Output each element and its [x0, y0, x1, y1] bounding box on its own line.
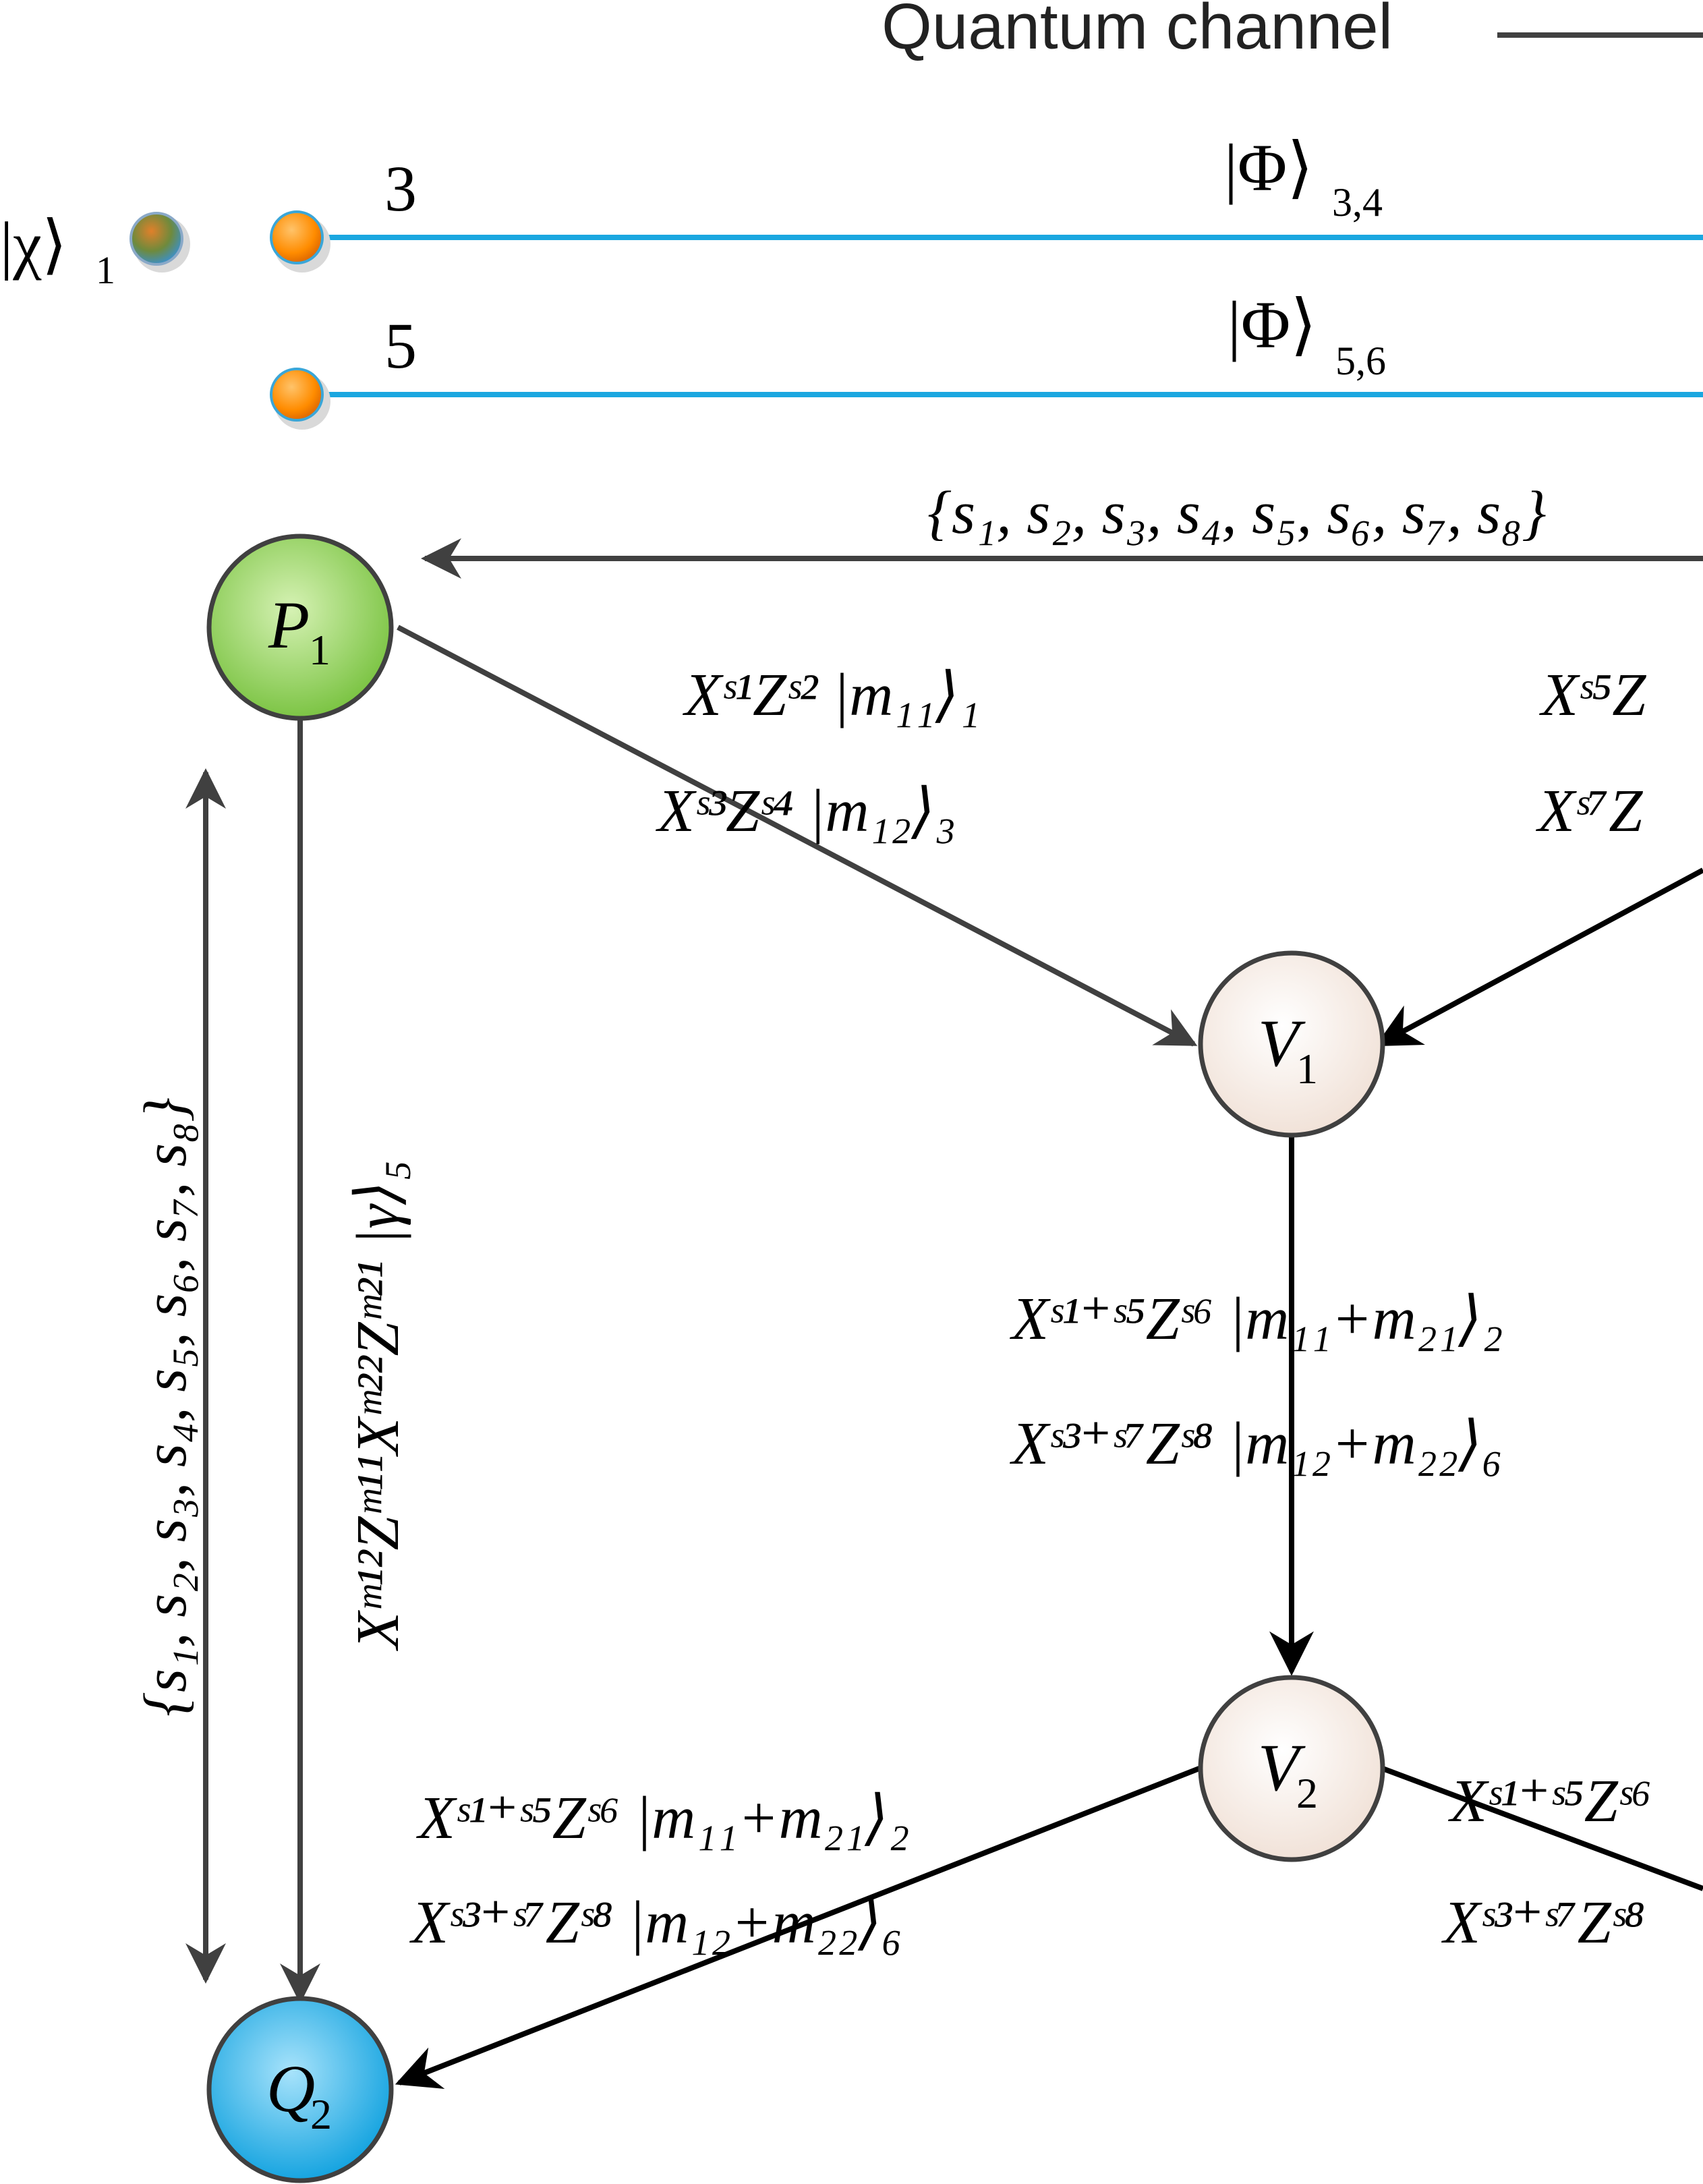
line-v2-to-right — [1381, 1766, 1703, 1891]
qubit-5-dot — [270, 368, 324, 422]
node-v1-circle — [1198, 950, 1385, 1138]
broadcast-top-label: {s₁, s₂, s₃, s₄, s₅, s₆, s₇, s₈} — [927, 480, 1547, 546]
node-q2: Q 2 — [206, 1996, 394, 2183]
v1-v2-label-line1: Xˢ¹⁺ˢ⁵Zˢ⁶ |m₁₁+m₂₁⟩₂ — [1010, 1286, 1503, 1352]
node-p1-circle — [206, 534, 394, 721]
qubit-3-label: 3 — [384, 152, 417, 225]
p1-v1-label-line2: Xˢ³Zˢ⁴ |m₁₂⟩₃ — [656, 778, 956, 844]
arrow-right-to-v1 — [1375, 867, 1703, 1047]
right-v1-label-line1: Xˢ⁵Z — [1539, 662, 1646, 728]
chi-qubit-dot — [129, 212, 183, 266]
node-v2-letter: V — [1258, 1730, 1306, 1805]
phi-56-ket: |Φ⟩ — [1228, 287, 1317, 362]
node-v1-subscript: 1 — [1296, 1045, 1318, 1093]
node-p1: P 1 — [206, 534, 394, 721]
broadcast-left-label: {s₁, s₂, s₃, s₄, s₅, s₆, s₇, s₈} — [132, 1098, 199, 1717]
v1-v2-label-line2: Xˢ³⁺ˢ⁷Zˢ⁸ |m₁₂+m₂₂⟩₆ — [1010, 1410, 1503, 1477]
arrow-v2-to-q2 — [395, 1766, 1201, 2089]
p1-q2-vertical-label: Xᵐ¹²Zᵐ¹¹Xᵐ²²Zᵐ²¹ |γ⟩₅ — [345, 1160, 411, 1651]
right-v1-label-line2: Xˢ⁷Z — [1536, 778, 1643, 844]
channel-labels: {s₁, s₂, s₃, s₄, s₅, s₆, s₇, s₈} Xˢ¹Zˢ² … — [132, 480, 1652, 1956]
chi-subscript: 1 — [96, 248, 115, 292]
qubit-3-dot — [270, 210, 324, 264]
node-p1-subscript: 1 — [309, 626, 330, 674]
node-v2: V 2 — [1198, 1675, 1385, 1862]
node-q2-subscript: 2 — [310, 2090, 332, 2138]
v2-q2-label-line1: Xˢ¹⁺ˢ⁵Zˢ⁶ |m₁₁+m₂₁⟩₂ — [416, 1785, 910, 1851]
phi-34-subscript: 3,4 — [1332, 180, 1383, 225]
p1-v1-label-line1: Xˢ¹Zˢ² |m₁₁⟩₁ — [683, 662, 980, 728]
v2-right-label-line2: Xˢ³⁺ˢ⁷Zˢ⁸ — [1441, 1889, 1645, 1956]
phi-34-ket: |Φ⟩ — [1224, 130, 1313, 205]
qubit-row: |χ⟩ 1 3 |Φ⟩ 3,4 5 |Φ⟩ 5,6 — [0, 130, 1703, 430]
v2-q2-label-line2: Xˢ³⁺ˢ⁷Zˢ⁸ |m₁₂+m₂₂⟩₆ — [409, 1889, 903, 1956]
node-q2-letter: Q — [266, 2051, 315, 2126]
node-v2-subscript: 2 — [1296, 1769, 1318, 1817]
node-v1-letter: V — [1258, 1006, 1306, 1081]
arrows — [185, 538, 1703, 2089]
node-v2-circle — [1198, 1675, 1385, 1862]
chi-ket: |χ⟩ — [0, 208, 67, 281]
legend: Quantum channel — [882, 0, 1703, 63]
phi-56-subscript: 5,6 — [1335, 339, 1386, 383]
node-q2-circle — [206, 1996, 394, 2183]
arrow-p1-to-v1 — [397, 625, 1198, 1047]
node-v1: V 1 — [1198, 950, 1385, 1138]
node-p1-letter: P — [268, 587, 310, 662]
v2-right-label-line1: Xˢ¹⁺ˢ⁵Zˢ⁶ — [1448, 1768, 1652, 1835]
legend-quantum-channel-label: Quantum channel — [882, 0, 1393, 63]
qubit-5-label: 5 — [384, 310, 417, 382]
